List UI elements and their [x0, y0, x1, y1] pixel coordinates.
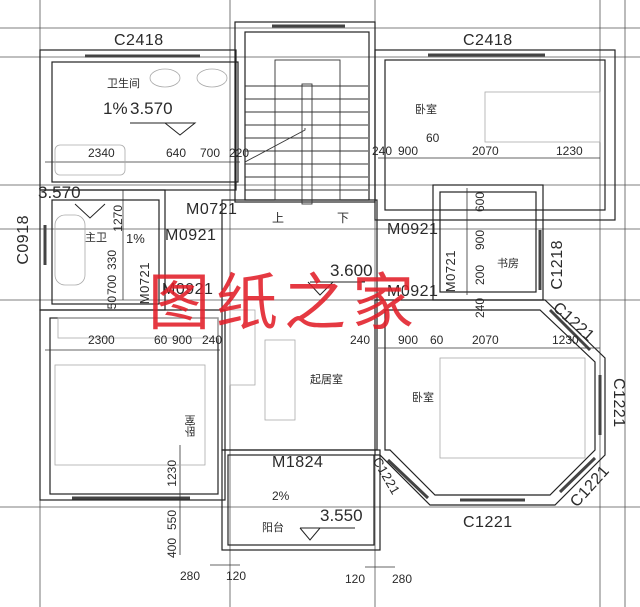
furniture	[54, 68, 601, 466]
door-label-m0921-d: M0921	[387, 283, 439, 300]
dim-550-v: 550	[165, 510, 179, 531]
window-label-se-east: C1221	[610, 378, 627, 428]
room-label-master-bath: 主卫	[85, 231, 107, 244]
room-label-living: 起居室	[310, 373, 343, 386]
dim-600-study: 600	[473, 192, 487, 213]
room-label-balcony: 阳台	[262, 521, 284, 534]
slope-balcony: 2%	[272, 489, 290, 503]
dim-900-tr: 900	[398, 144, 419, 158]
dim-280-right: 280	[392, 572, 413, 586]
dim-60-tr: 60	[426, 131, 440, 145]
dim-330: 330	[105, 250, 119, 271]
dim-900-study: 900	[473, 230, 487, 251]
door-label-m0921-b: M0921	[162, 281, 214, 298]
dim-120-left: 120	[226, 569, 247, 583]
stair-up-label: 上	[272, 211, 285, 225]
window-label-west: C0918	[15, 215, 32, 265]
dim-2070-mr: 2070	[472, 333, 499, 347]
door-label-m0721-c: M0721	[443, 250, 458, 293]
stair-down-label: 下	[337, 211, 350, 225]
door-label-m0921-a: M0921	[165, 227, 217, 244]
dim-1230-mr: 1230	[552, 333, 579, 347]
dim-50-v: 50	[105, 296, 119, 310]
dim-120-right: 120	[345, 572, 366, 586]
room-label-bedroom-ne: 卧室	[415, 103, 437, 116]
dim-240-tr: 240	[372, 144, 393, 158]
dim-400-v: 400	[165, 538, 179, 559]
window-label-study: C1218	[549, 240, 566, 290]
dimension-lines	[45, 157, 600, 568]
room-label-study: 书房	[497, 257, 519, 270]
window-label-top-left: C2418	[114, 32, 164, 49]
dim-900-ml: 900	[172, 333, 193, 347]
dim-240-mr: 240	[350, 333, 371, 347]
window-label-top-right: C2418	[463, 32, 513, 49]
dim-220: 220	[229, 146, 250, 160]
dim-640: 640	[166, 146, 187, 160]
dim-60-ml: 60	[154, 333, 168, 347]
slope-bathroom: 1%	[103, 99, 128, 118]
room-label-bedroom-se: 卧室	[412, 391, 434, 404]
outer-walls	[39, 21, 616, 551]
elevation-markers	[74, 122, 365, 541]
elevation-living: 3.600	[330, 261, 373, 280]
slope-master-bath: 1%	[126, 231, 145, 246]
octagon-bedroom-walls	[374, 299, 606, 506]
dim-1230-v: 1230	[165, 460, 179, 487]
elevation-master-bath: 3.570	[38, 183, 81, 202]
dim-700-v: 700	[105, 275, 119, 296]
door-label-m0921-c: M0921	[387, 221, 439, 238]
watermark: 图纸之家	[148, 266, 421, 339]
dim-2070-tr: 2070	[472, 144, 499, 158]
elevation-bathroom: 3.570	[130, 99, 173, 118]
elevation-balcony: 3.550	[320, 506, 363, 525]
dim-1230-tr: 1230	[556, 144, 583, 158]
dim-900-mr: 900	[398, 333, 419, 347]
dim-240-ml: 240	[202, 333, 223, 347]
dim-60-mr: 60	[430, 333, 444, 347]
room-label-bedroom-sw: 卧室	[184, 415, 197, 437]
door-label-m0721-a: M0721	[186, 201, 238, 218]
dim-200-study: 200	[473, 265, 487, 286]
door-label-balcony: M1824	[272, 454, 324, 471]
room-label-bathroom: 卫生间	[107, 77, 140, 90]
stair-treads	[244, 59, 368, 205]
dim-700: 700	[200, 146, 221, 160]
dim-1270: 1270	[111, 205, 125, 232]
dim-240-study: 240	[473, 298, 487, 319]
windows	[43, 24, 602, 502]
dim-280-left: 280	[180, 569, 201, 583]
dim-2300: 2300	[88, 333, 115, 347]
window-label-se-south: C1221	[463, 514, 513, 531]
dim-2340: 2340	[88, 146, 115, 160]
